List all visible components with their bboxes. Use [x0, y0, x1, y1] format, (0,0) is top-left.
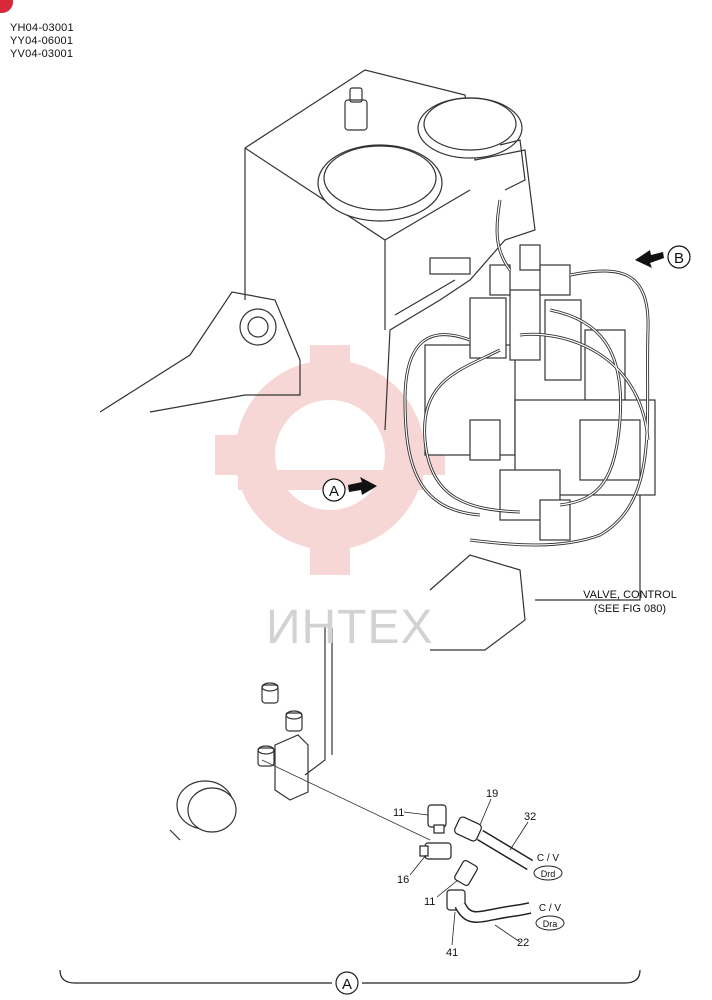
valve-caption-line-2: (SEE FIG 080) [594, 603, 666, 615]
hose-32 [476, 829, 534, 871]
arrow-b-icon [635, 250, 664, 268]
serial-number-3: YV04-03001 [10, 48, 74, 60]
hose-22 [454, 901, 532, 923]
part-number-19: 19 [486, 788, 498, 800]
cv-label-2: C / V [539, 903, 562, 914]
view-a-marker: A [322, 477, 377, 502]
svg-text:A: A [329, 483, 339, 500]
detail-frame [257, 625, 333, 801]
part-number-41: 41 [446, 947, 458, 959]
serial-number-2: YY04-06001 [10, 35, 74, 47]
drd-tag [533, 865, 563, 881]
drd-label: Drd [541, 869, 556, 879]
dra-label: Dra [543, 919, 558, 929]
part-number-11-upper: 11 [393, 807, 404, 819]
detail-cylinder [169, 780, 237, 841]
control-valve-bank [424, 244, 656, 541]
hoses-inner [404, 199, 649, 546]
part-number-11-lower: 11 [424, 896, 435, 908]
part-callouts [403, 798, 529, 946]
view-a-section-label: A [342, 976, 352, 993]
view-a-bracket [59, 969, 641, 995]
serial-number-1: YH04-03001 [10, 22, 74, 34]
arrow-a-icon [348, 477, 377, 495]
engine-block [244, 69, 536, 431]
part-number-16: 16 [397, 874, 409, 886]
fitting-11-lower [454, 859, 478, 887]
corner-badge [0, 0, 13, 13]
view-b-marker: B [635, 245, 691, 269]
watermark-logo [215, 345, 445, 575]
fitting-11-upper [427, 804, 447, 834]
watermark-text: ИНТЕХ [266, 601, 434, 654]
part-number-22: 22 [517, 937, 529, 949]
fitting-16 [419, 842, 452, 860]
valve-caption-line-1: VALVE, CONTROL [583, 589, 677, 601]
dra-tag [535, 915, 565, 931]
cv-label-1: C / V [537, 853, 560, 864]
fitting-19 [454, 816, 482, 842]
assembly-line [261, 759, 431, 841]
svg-text:B: B [674, 250, 684, 267]
part-number-32: 32 [524, 811, 536, 823]
